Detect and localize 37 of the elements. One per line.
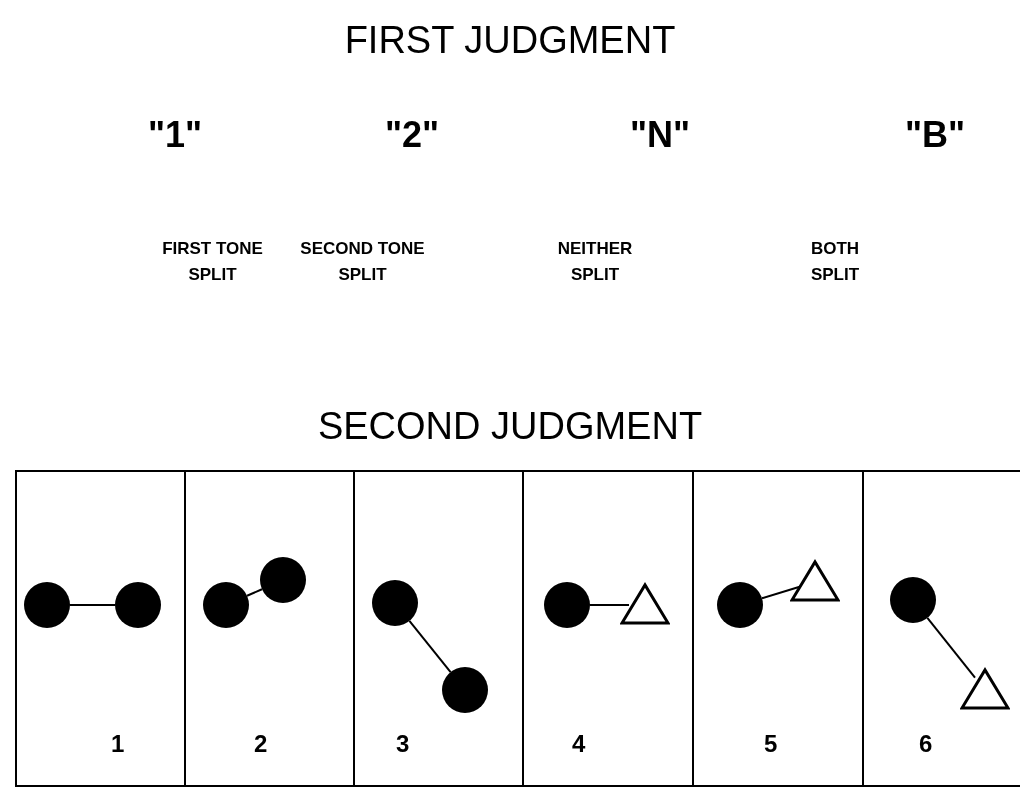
connector-line (69, 604, 116, 606)
panel (184, 470, 353, 787)
connector-line (761, 585, 801, 600)
filled-circle (113, 580, 163, 630)
response-description: FIRST TONE SPLIT (161, 238, 264, 286)
response-label: "N" (628, 113, 692, 157)
filled-circle (888, 575, 938, 625)
response-description: BOTH SPLIT (809, 238, 861, 286)
panel (353, 470, 522, 787)
panel (522, 470, 692, 787)
panel-number: 4 (572, 730, 586, 758)
filled-circle (22, 580, 72, 630)
response-label: "B" (903, 113, 967, 157)
panel (862, 470, 1020, 787)
filled-circle (715, 580, 765, 630)
panel-number: 6 (919, 730, 933, 758)
filled-circle (542, 580, 592, 630)
connector-line (926, 616, 976, 679)
filled-circle (258, 555, 308, 605)
panel (15, 470, 184, 787)
connector-line (589, 604, 630, 606)
connector-line (408, 619, 452, 674)
response-label: "2" (383, 113, 441, 157)
panel (692, 470, 862, 787)
connector-line (246, 588, 263, 597)
heading: SECOND JUDGMENT (316, 404, 704, 449)
filled-circle (370, 578, 420, 628)
response-description: NEITHER SPLIT (556, 238, 634, 286)
panel-number: 5 (764, 730, 778, 758)
response-description: SECOND TONE SPLIT (299, 238, 426, 286)
filled-circle (201, 580, 251, 630)
heading: FIRST JUDGMENT (343, 18, 677, 63)
response-label: "1" (146, 113, 204, 157)
panel-number: 1 (111, 730, 125, 758)
filled-circle (440, 665, 490, 715)
panel-number: 2 (254, 730, 268, 758)
panel-number: 3 (396, 730, 410, 758)
